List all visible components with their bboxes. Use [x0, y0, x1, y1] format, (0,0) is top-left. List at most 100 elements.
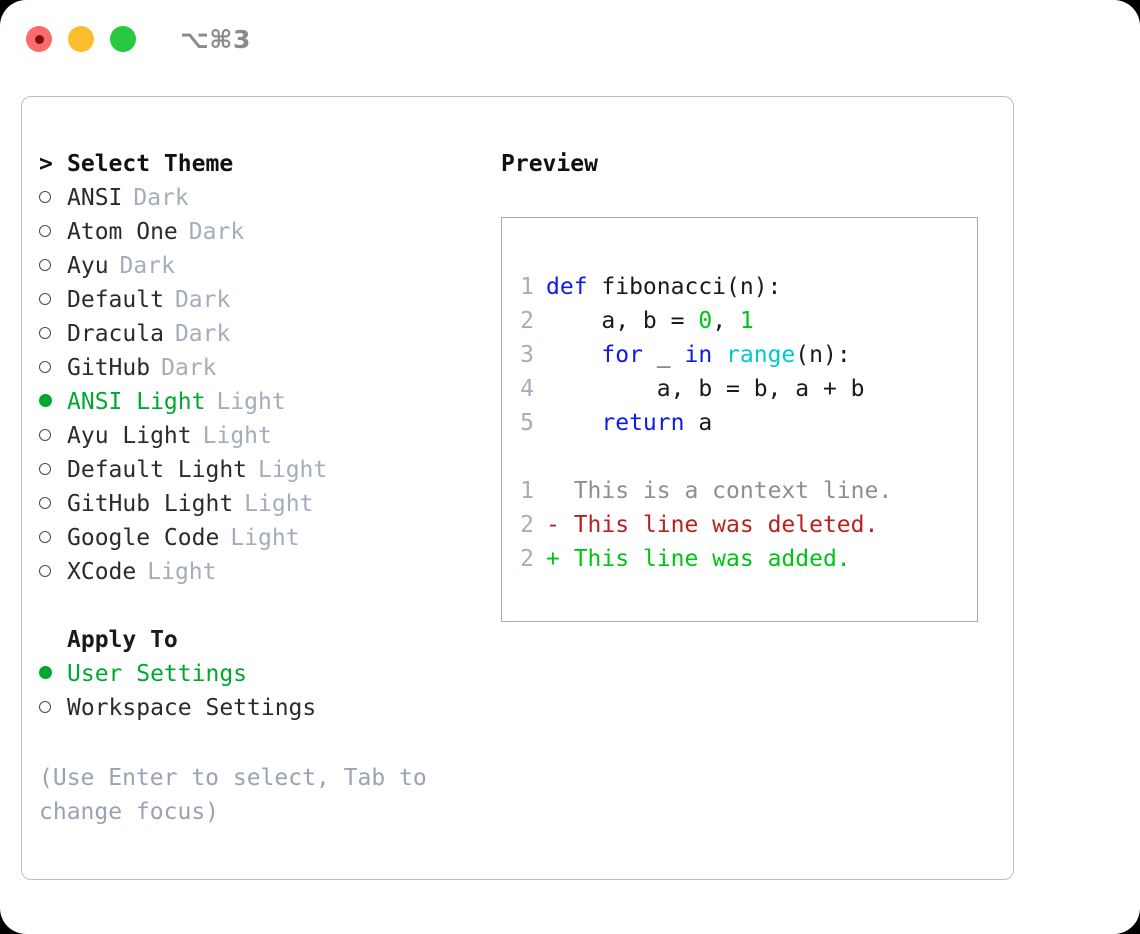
code-token [546, 342, 601, 368]
titlebar: ⌥⌘3 [0, 0, 1140, 78]
theme-variant-tag: Dark [133, 185, 189, 211]
apply-to-option[interactable]: Workspace Settings [39, 691, 489, 725]
theme-variant-tag: Light [216, 389, 286, 415]
radio-glyph [39, 327, 51, 339]
code-token [546, 410, 601, 436]
code-line: 1 def fibonacci(n): [520, 270, 969, 304]
theme-variant-tag: Dark [174, 287, 231, 313]
radio-glyph [39, 531, 51, 543]
record-indicator-icon [34, 34, 44, 44]
theme-variant-tag: Dark [161, 355, 217, 381]
radio-unselected-icon [39, 249, 67, 283]
theme-list-item[interactable]: GitHub Dark [39, 351, 489, 385]
line-number: 2 [520, 308, 534, 334]
theme-variant-tag: Dark [119, 253, 175, 279]
radio-glyph [39, 259, 51, 271]
apply-to-option[interactable]: User Settings [39, 657, 489, 691]
radio-glyph [39, 497, 51, 509]
theme-name: ANSI [67, 185, 123, 211]
line-number: 4 [520, 376, 534, 402]
code-token [712, 342, 726, 368]
theme-name: ANSI Light [67, 389, 206, 415]
radio-unselected-icon [39, 215, 67, 249]
theme-name: GitHub Light [67, 491, 234, 517]
diff-line: 2- This line was deleted. [520, 508, 969, 542]
radio-unselected-icon [39, 555, 67, 589]
radio-selected-icon [39, 657, 67, 691]
code-token: fibonacci(n): [601, 274, 782, 300]
minimize-button[interactable] [68, 26, 94, 52]
code-token: (n): [795, 342, 851, 368]
maximize-button[interactable] [110, 26, 136, 52]
code-token: def [546, 274, 602, 300]
preview-title: Preview [501, 151, 598, 177]
prompt-caret-icon: > [39, 151, 53, 177]
apply-to-label: User Settings [67, 661, 248, 687]
apply-to-header: Apply To [39, 623, 489, 657]
diff-line: 1 This is a context line. [520, 474, 969, 508]
radio-unselected-icon [39, 521, 67, 555]
diff-line-number: 2 [520, 546, 534, 572]
theme-list-item[interactable]: Atom One Dark [39, 215, 489, 249]
theme-list-item[interactable]: Google Code Light [39, 521, 489, 555]
diff-line-number: 1 [520, 478, 534, 504]
theme-name: Atom One [67, 219, 178, 245]
window-controls [26, 26, 136, 52]
radio-unselected-icon [39, 351, 67, 385]
code-line: 5 return a [520, 406, 969, 440]
code-line: 4 a, b = b, a + b [520, 372, 969, 406]
radio-glyph [39, 666, 52, 679]
theme-name: Ayu Light [67, 423, 192, 449]
diff-marker: - [546, 512, 560, 538]
diff-text: This line was added. [559, 546, 851, 572]
code-diff-spacer [520, 440, 969, 474]
radio-glyph [39, 361, 51, 373]
code-token: return [601, 410, 685, 436]
diff-marker: + [546, 546, 560, 572]
radio-unselected-icon [39, 453, 67, 487]
code-line: 3 for _ in range(n): [520, 338, 969, 372]
theme-list-item[interactable]: Dracula Dark [39, 317, 489, 351]
code-token: 1 [739, 308, 754, 334]
code-token: a, b = [546, 308, 699, 334]
theme-name: Dracula [67, 321, 164, 347]
theme-variant-tag: Dark [188, 219, 245, 245]
theme-list-item[interactable]: ANSI Dark [39, 181, 489, 215]
radio-unselected-icon [39, 283, 67, 317]
diff-line: 2 + This line was added. [520, 542, 969, 576]
diff-text: This line was deleted. [559, 512, 879, 538]
close-button[interactable] [26, 26, 52, 52]
apply-to-title: Apply To [67, 627, 178, 653]
radio-glyph [39, 429, 51, 441]
code-token: a, b = b, a + b [546, 376, 865, 402]
line-number: 5 [520, 410, 534, 436]
radio-unselected-icon [39, 181, 67, 215]
theme-name: GitHub [67, 355, 151, 381]
code-token: in [684, 342, 713, 368]
radio-unselected-icon [39, 487, 67, 521]
radio-selected-icon [39, 385, 67, 419]
theme-variant-tag: Dark [174, 321, 231, 347]
line-number: 1 [520, 274, 534, 300]
theme-name: Google Code [67, 525, 220, 551]
theme-variant-tag: Light [230, 525, 300, 551]
apply-to-label: Workspace Settings [67, 695, 317, 721]
radio-unselected-icon [39, 691, 67, 725]
theme-name: Default Light [67, 457, 248, 483]
keyboard-hint: (Use Enter to select, Tab to change focu… [39, 765, 427, 825]
code-token: 0 [698, 308, 713, 334]
theme-list-item[interactable]: Ayu Dark [39, 249, 489, 283]
theme-list-item[interactable]: ANSI Light Light [39, 385, 489, 419]
theme-name: Ayu [67, 253, 109, 279]
